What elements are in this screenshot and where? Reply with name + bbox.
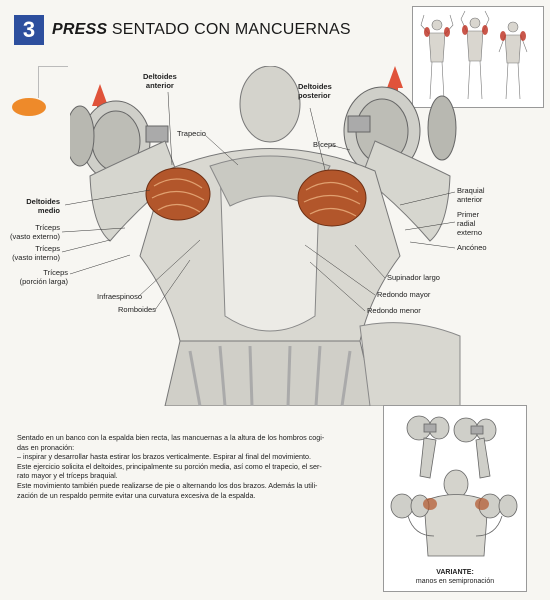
- seated-press-figure: [65, 65, 461, 407]
- label-supinador: Supinador largo: [387, 273, 440, 282]
- label-biceps: Bíceps: [313, 140, 336, 149]
- accent-dot: [12, 98, 46, 116]
- exercise-description: Sentado en un banco con la espalda bien …: [17, 433, 377, 500]
- label-deltoides-medio: Deltoides medio: [14, 197, 60, 215]
- label-line: Deltoides: [143, 72, 177, 81]
- side-rule-top: [38, 66, 68, 67]
- label-trapecio: Trapecio: [177, 129, 206, 138]
- page-header: 3 PRESS SENTADO CON MANCUERNAS: [14, 14, 351, 46]
- title-rest: SENTADO CON MANCUERNAS: [107, 21, 351, 38]
- side-rule: [38, 66, 39, 98]
- upward-arrow-icon: [92, 84, 108, 121]
- title-emphasis: PRESS: [52, 21, 108, 38]
- label-line: Primer: [457, 210, 480, 219]
- label-line: Deltoides: [298, 82, 332, 91]
- page-title: PRESS SENTADO CON MANCUERNAS: [52, 21, 351, 39]
- label-line: (vasto externo): [9, 232, 60, 241]
- exercise-number-badge: 3: [14, 15, 44, 45]
- variant-subtitle: manos en semipronación: [415, 578, 495, 585]
- variant-title: VARIANTE:: [436, 569, 474, 576]
- main-anatomy-illustration: [65, 65, 470, 407]
- description-line: zación de un respaldo permite evitar una…: [17, 490, 256, 500]
- muscle-thumbnail: [412, 6, 544, 108]
- label-triceps-interno: Tríceps (vasto interno): [4, 244, 60, 262]
- variant-caption: VARIANTE: manos en semipronación: [384, 568, 526, 586]
- label-triceps-larga: Tríceps (porción larga): [12, 268, 68, 286]
- description-line: Este movimiento también puede realizarse…: [17, 480, 318, 490]
- label-line: Braquial: [457, 186, 485, 195]
- label-redondo-mayor: Redondo mayor: [377, 290, 431, 299]
- variant-figure-illustration: [390, 415, 518, 557]
- label-redondo-menor: Redondo menor: [367, 306, 421, 315]
- description-line: rato mayor y el tríceps braquial.: [17, 471, 118, 481]
- label-infraespinoso: Infraespinoso: [97, 292, 143, 301]
- label-line: radial: [457, 219, 476, 228]
- label-line: posterior: [298, 91, 331, 100]
- label-line: (porción larga): [19, 277, 68, 286]
- label-triceps-externo: Tríceps (vasto externo): [4, 223, 60, 241]
- label-line: Tríceps: [35, 223, 60, 232]
- upward-arrow-icon-right: [387, 66, 403, 103]
- description-line: – inspirar y desarrollar hasta estirar l…: [17, 452, 312, 462]
- label-braquial-anterior: Braquial anterior: [457, 186, 485, 204]
- description-line: Sentado en un banco con la espalda bien …: [17, 433, 325, 442]
- label-anconeo: Ancóneo: [457, 243, 487, 252]
- label-line: externo: [457, 228, 483, 237]
- label-romboides: Romboides: [118, 305, 156, 314]
- label-line: anterior: [145, 81, 174, 90]
- description-line: das en pronación:: [17, 442, 75, 452]
- description-line: Este ejercicio solicita el deltoides, pr…: [17, 461, 322, 471]
- label-deltoides-posterior: Deltoides posterior: [298, 82, 332, 100]
- thumbnail-figures-illustration: [420, 10, 528, 100]
- label-line: Tríceps: [43, 268, 68, 277]
- label-deltoides-anterior: Deltoides anterior: [143, 72, 177, 90]
- variant-box: VARIANTE: manos en semipronación: [383, 405, 527, 592]
- label-line: Tríceps: [35, 244, 60, 253]
- label-line: medio: [37, 206, 60, 215]
- label-line: Deltoides: [26, 197, 60, 206]
- label-line: anterior: [457, 195, 483, 204]
- label-primer-radial: Primer radial externo: [457, 210, 482, 237]
- label-line: (vasto interno): [12, 253, 60, 262]
